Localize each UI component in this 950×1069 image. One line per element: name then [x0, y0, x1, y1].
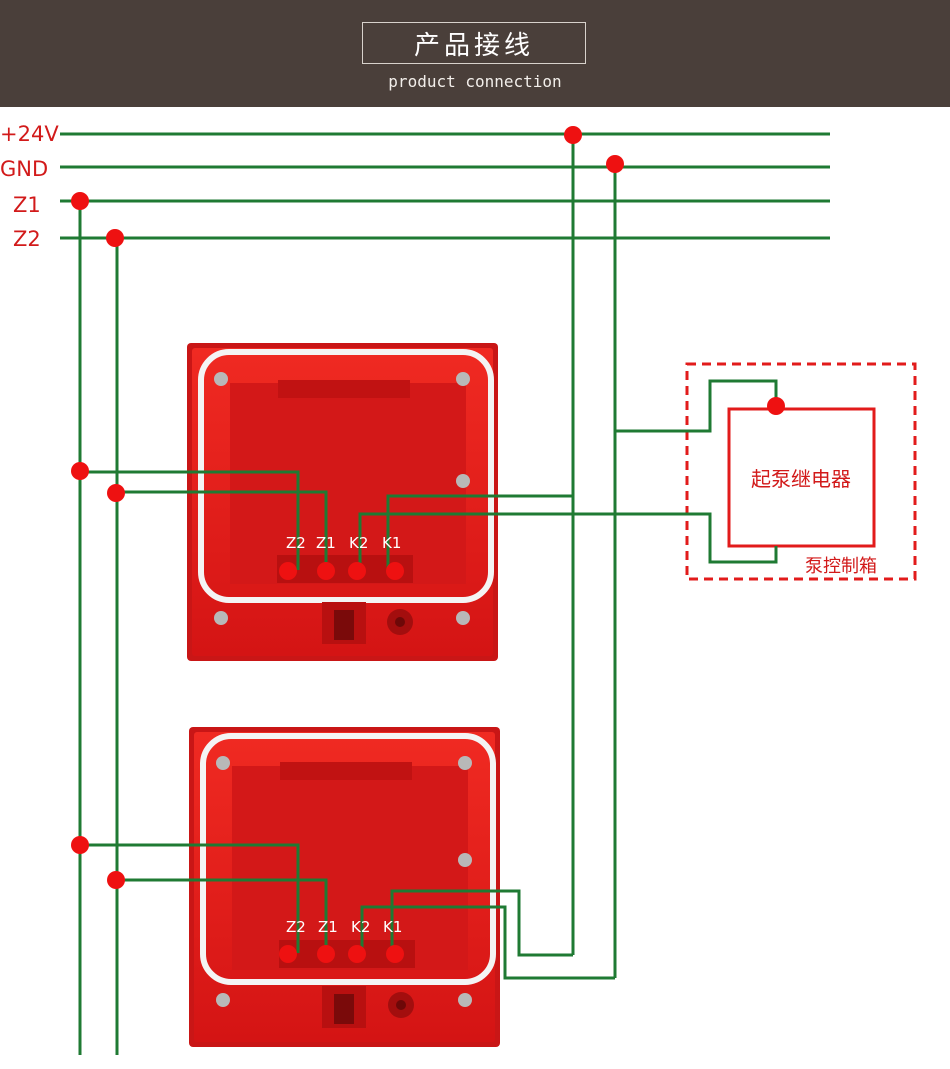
screw-icon	[458, 993, 472, 1007]
junction-node	[106, 229, 124, 247]
screw-icon	[214, 372, 228, 386]
terminal-node	[317, 945, 335, 963]
terminal-node	[348, 945, 366, 963]
pump-box-caption: 泵控制箱	[805, 556, 877, 577]
terminal-label-k2: K2	[351, 918, 370, 936]
header-banner: 产品接线 product connection	[0, 0, 950, 107]
screw-icon	[216, 756, 230, 770]
terminal-node	[386, 562, 404, 580]
terminal-node	[279, 945, 297, 963]
relay-terminal-node	[767, 397, 785, 415]
bus-label-z2: Z2	[13, 227, 41, 251]
junction-node	[71, 462, 89, 480]
terminal-node	[348, 562, 366, 580]
terminal-label-z1: Z1	[316, 534, 336, 552]
wires	[60, 132, 830, 1055]
bus-label-24v: +24V	[0, 122, 59, 146]
terminal-label-z2: Z2	[286, 918, 306, 936]
wire-nodes	[71, 126, 785, 963]
manual-button-module-2	[189, 727, 500, 1047]
terminal-node	[279, 562, 297, 580]
page-subtitle: product connection	[388, 72, 562, 91]
page-title: 产品接线	[362, 22, 586, 64]
manual-button-module-1	[187, 343, 498, 661]
screw-icon	[456, 474, 470, 488]
junction-node	[71, 836, 89, 854]
terminal-node	[317, 562, 335, 580]
junction-node	[107, 871, 125, 889]
screw-icon	[458, 756, 472, 770]
screw-icon	[458, 853, 472, 867]
terminal-label-z1: Z1	[318, 918, 338, 936]
screw-icon	[456, 611, 470, 625]
junction-node	[606, 155, 624, 173]
pump-relay-box	[727, 407, 876, 548]
junction-node	[107, 484, 125, 502]
junction-node	[71, 192, 89, 210]
terminal-label-z2: Z2	[286, 534, 306, 552]
bus-label-gnd: GND	[0, 157, 48, 181]
terminal-node	[386, 945, 404, 963]
screw-icon	[456, 372, 470, 386]
junction-node	[564, 126, 582, 144]
terminal-label-k1: K1	[383, 918, 402, 936]
screw-icon	[216, 993, 230, 1007]
terminal-label-k1: K1	[382, 534, 401, 552]
terminal-label-k2: K2	[349, 534, 368, 552]
pump-control-box	[685, 362, 917, 581]
bus-label-z1: Z1	[13, 193, 41, 217]
relay-label: 起泵继电器	[751, 467, 851, 491]
screw-icon	[214, 611, 228, 625]
